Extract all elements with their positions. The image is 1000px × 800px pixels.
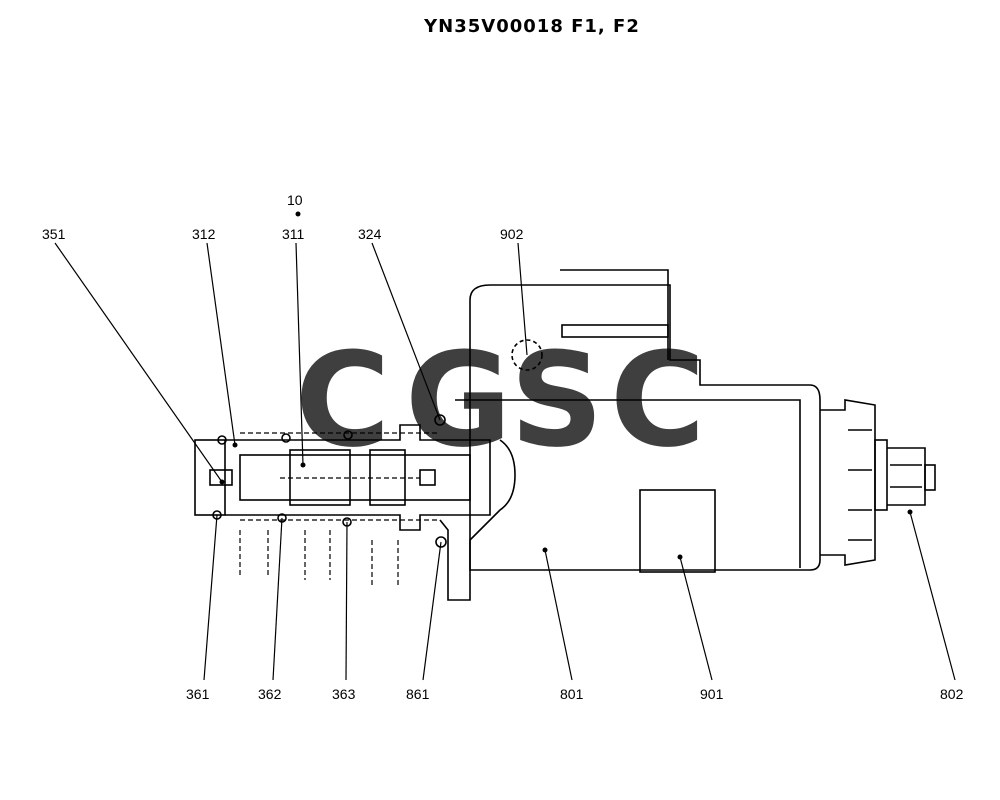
name-plate: [639, 489, 716, 573]
sleeve-end: [194, 439, 226, 516]
label-861: 861: [406, 686, 430, 702]
solenoid-body: [469, 284, 821, 571]
part-labels: 351 312 10 311 324 902 361 362 363 861 8…: [42, 192, 964, 702]
valve-drawing: [194, 269, 936, 601]
label-801: 801: [560, 686, 584, 702]
connector-pin-circle: [511, 339, 543, 371]
label-324: 324: [358, 226, 382, 242]
label-902: 902: [500, 226, 524, 242]
o-ring-861: [435, 536, 447, 548]
connector-slot: [561, 324, 669, 338]
valve-sleeve: [225, 424, 491, 531]
label-802: 802: [940, 686, 964, 702]
spool: [239, 454, 471, 501]
adjust-screw-base: [874, 439, 888, 511]
spring-seat: [209, 469, 233, 486]
label-363: 363: [332, 686, 356, 702]
adjust-screw-head: [887, 447, 926, 506]
watermark-letter-c1: C: [295, 324, 390, 476]
label-351: 351: [42, 226, 66, 242]
label-312: 312: [192, 226, 216, 242]
leader-dots: [219, 211, 913, 560]
mounting-flange: [439, 439, 516, 601]
label-901: 901: [700, 686, 724, 702]
label-362: 362: [258, 686, 282, 702]
label-361: 361: [186, 686, 210, 702]
diagram-title: YN35V00018 F1, F2: [424, 16, 640, 37]
label-311: 311: [282, 226, 305, 242]
solenoid-inner-line: [455, 399, 801, 568]
leader-lines: [54, 242, 956, 681]
label-10: 10: [287, 192, 303, 208]
